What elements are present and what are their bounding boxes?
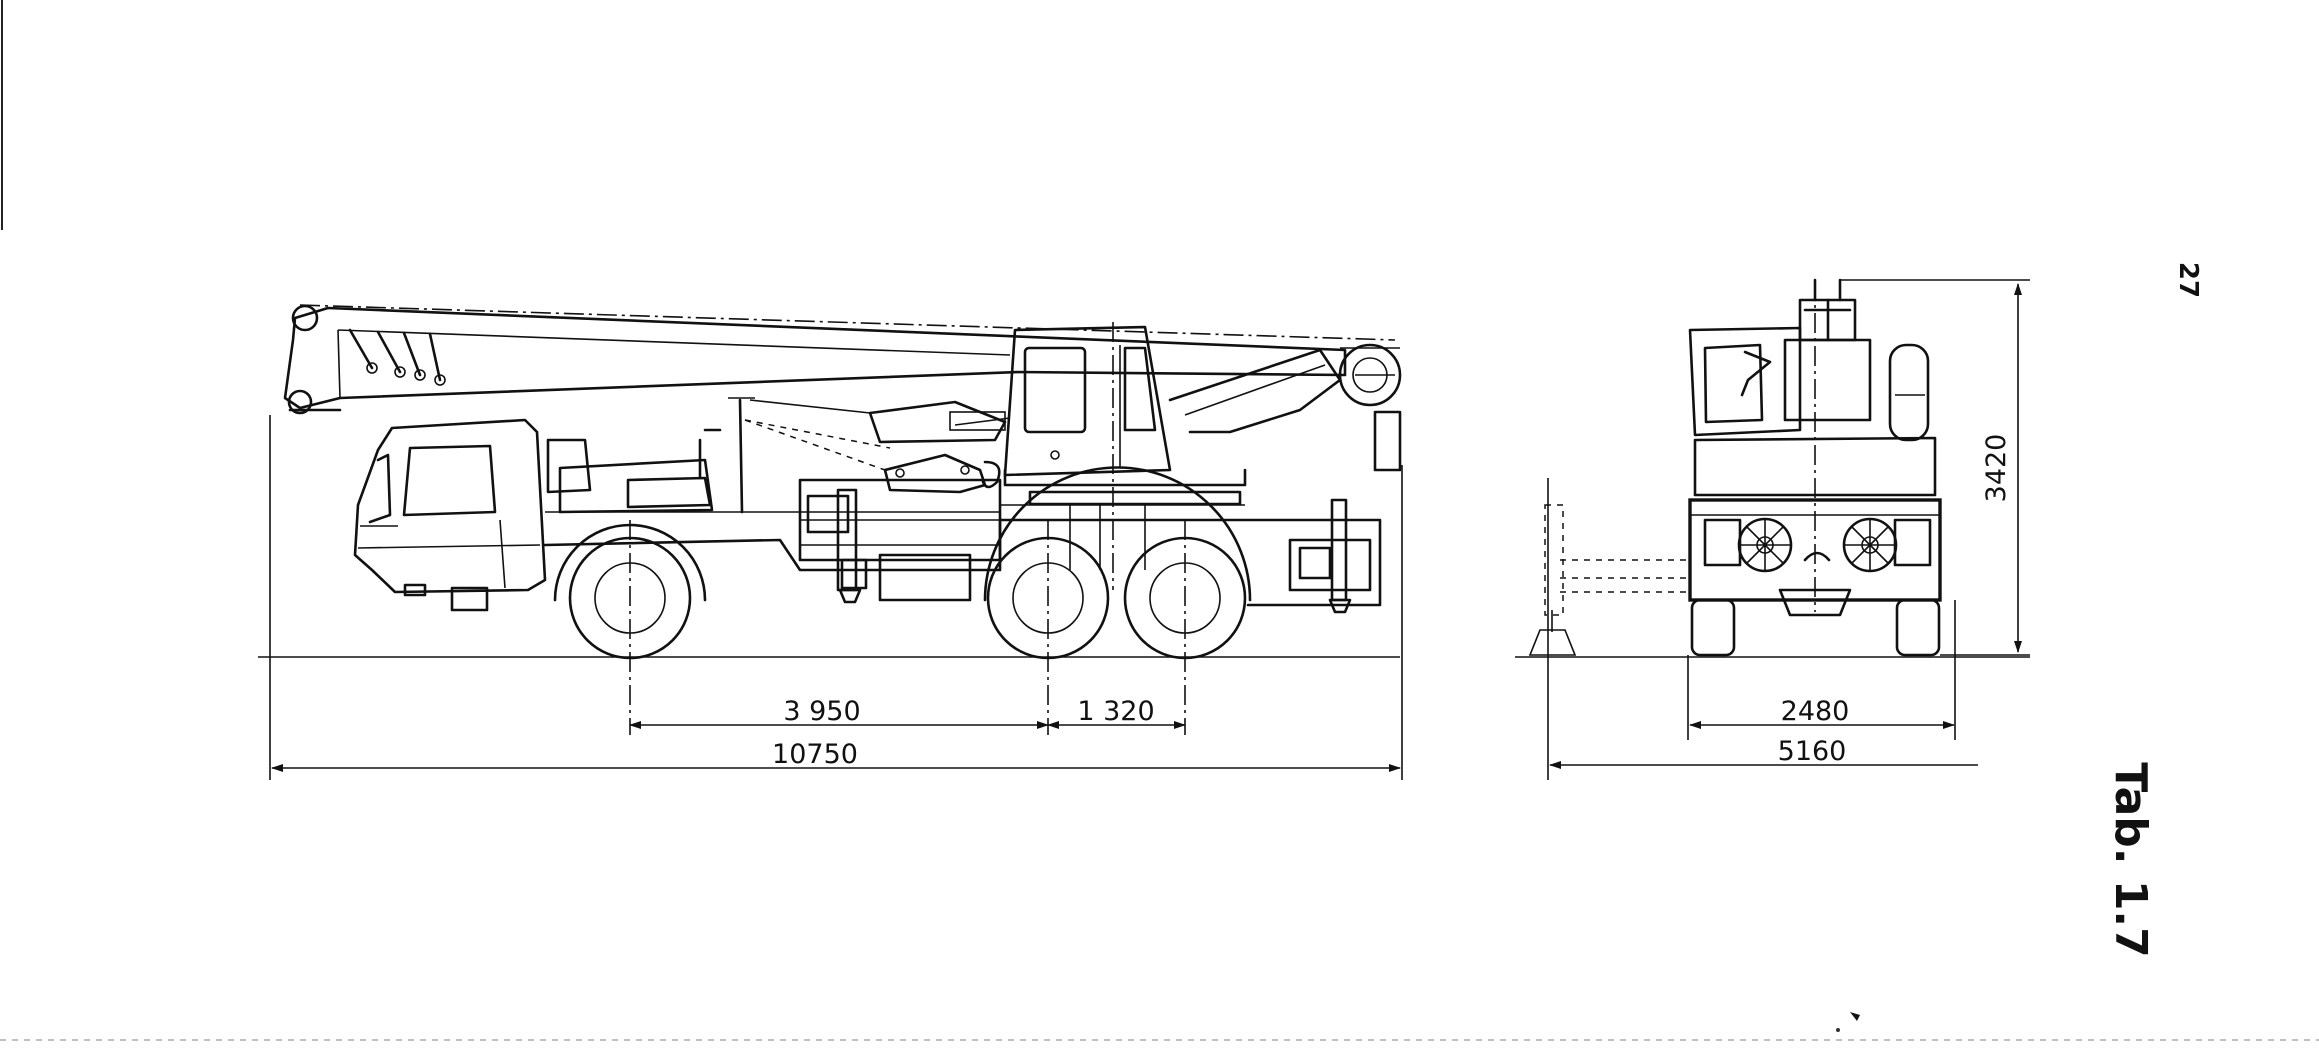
- crane-rear-view: [1528, 278, 2030, 780]
- rear-dimensions: [1549, 283, 2022, 769]
- table-label: Tab. 1.7: [2105, 762, 2156, 958]
- boom-centerline: [299, 304, 1396, 341]
- crane-cab: [1003, 325, 1247, 506]
- hook-block: [744, 419, 1001, 494]
- dim-label-height: 3420: [1981, 434, 2012, 503]
- dim-label-outrigger-span: 5160: [1778, 736, 1847, 767]
- luffing-cylinder: [749, 399, 1011, 444]
- side-dimensions: [271, 721, 1401, 772]
- truck-cab: [353, 418, 547, 612]
- dim-label-track: 2480: [1781, 696, 1850, 727]
- dim-label-wheelbase-rear: 1 320: [1077, 696, 1154, 727]
- telescopic-boom: [283, 304, 1402, 472]
- dim-label-wheelbase-front: 3 950: [783, 696, 860, 727]
- crane-side-view: [269, 304, 1403, 780]
- dim-label-overall-length: 10750: [772, 739, 858, 770]
- axle-centerlines: [269, 322, 1403, 780]
- page-number: 27: [2173, 262, 2203, 298]
- scan-specks: [0, 1012, 2319, 1041]
